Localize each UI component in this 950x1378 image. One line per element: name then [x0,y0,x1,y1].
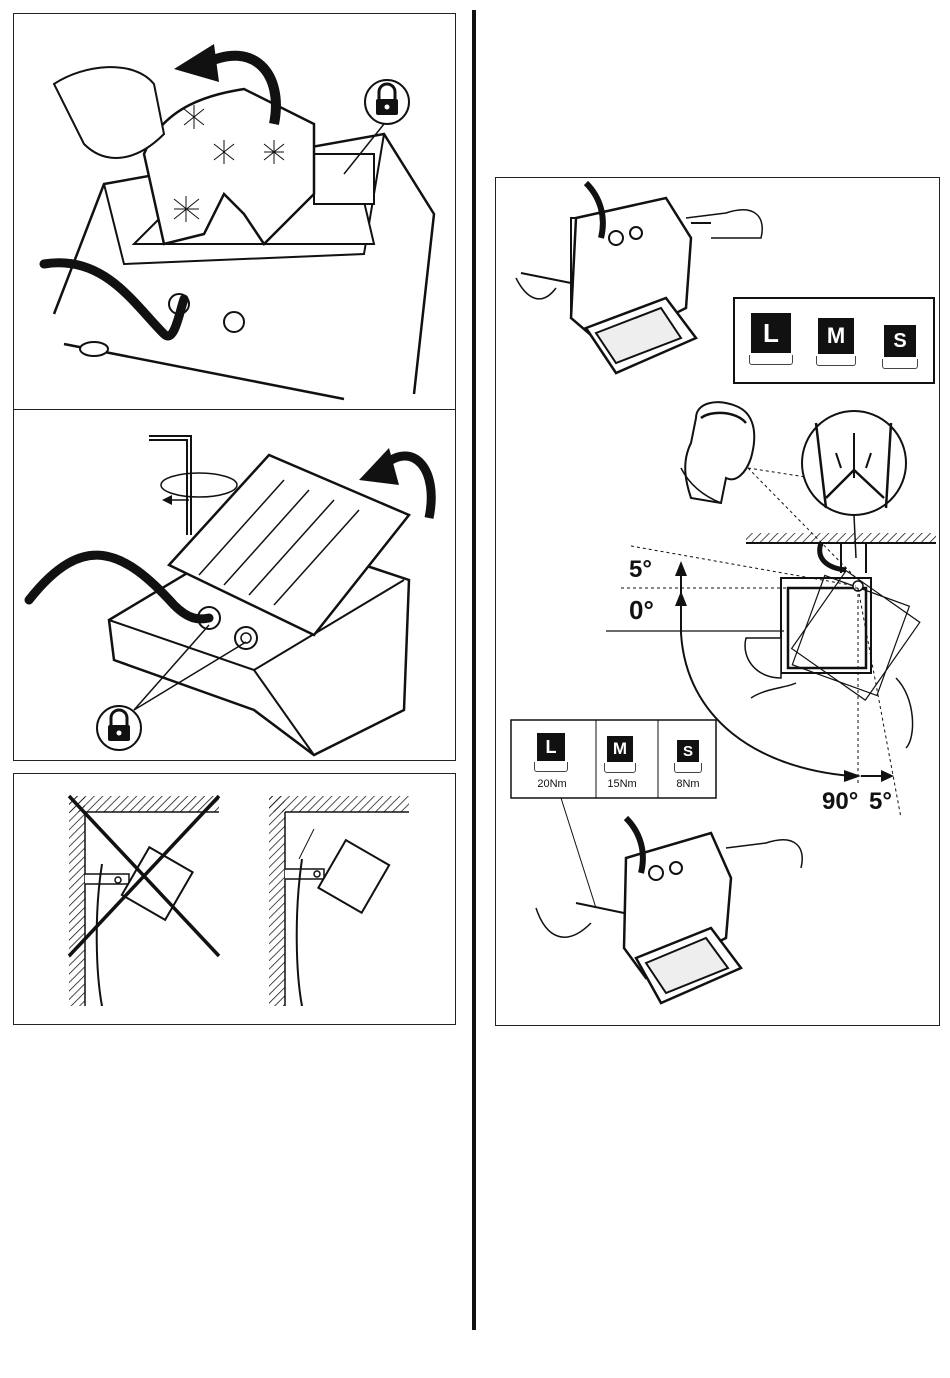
size-letter-l: L [751,313,791,353]
angle-label-0: 0° [629,595,654,626]
size-letter-s: S [884,325,916,357]
tilt-adjustment-illustration [496,178,941,1027]
angle-label-90: 90° [822,788,858,816]
padlock-icon [97,706,141,750]
column-divider [472,10,476,1330]
panel-remove-cover-film [13,13,456,411]
torque-value-s: 8Nm [658,778,718,790]
angle-label-5-side: 5° [869,788,892,816]
panel-close-lid-hex-key [13,409,456,761]
housing-film-illustration [14,14,457,412]
padlock-icon [365,80,409,124]
angle-label-5-up: 5° [629,556,652,584]
torque-size-s: S [677,740,699,762]
panel-tilt-adjustment: L M S 5° 0° 90° 5° L 20Nm M 15Nm S 8Nm [495,177,940,1026]
size-letter-m: M [818,318,854,354]
torque-size-m: M [607,736,633,762]
torque-value-m: 15Nm [592,778,652,790]
panel-mounting-orientation [13,773,456,1025]
lid-closing-illustration [14,410,457,762]
torque-size-l: L [537,733,565,761]
torque-value-l: 20Nm [522,778,582,790]
mounting-orientation-illustration [14,774,457,1026]
